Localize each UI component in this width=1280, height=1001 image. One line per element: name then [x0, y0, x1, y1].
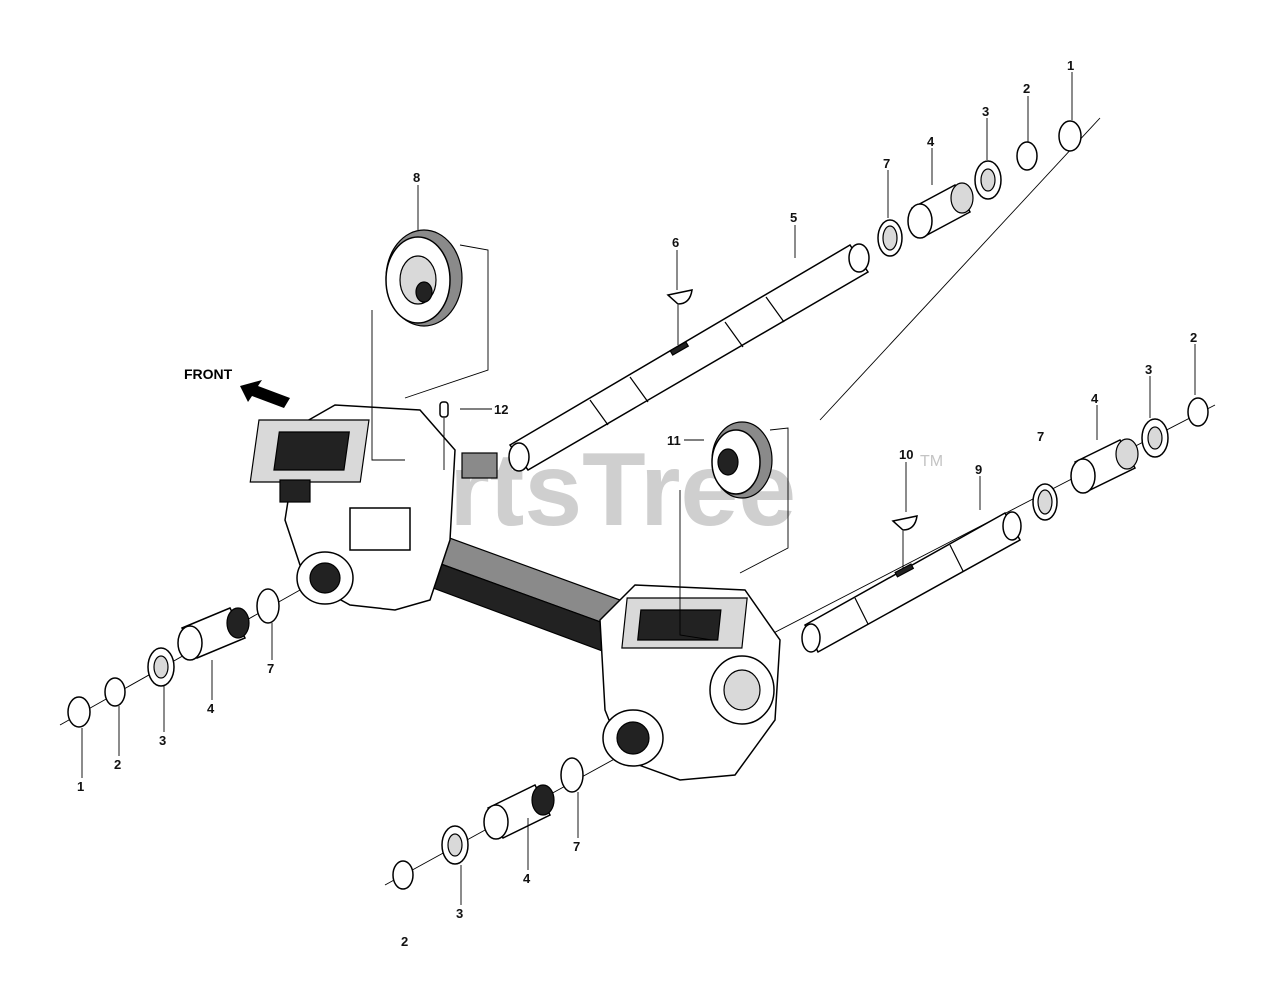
callout-4: 4: [1091, 391, 1099, 406]
pin-part-12: [439, 401, 449, 470]
callout-7: 7: [883, 156, 890, 171]
gear-part-11: [679, 421, 789, 641]
callout-7: 7: [573, 839, 580, 854]
callout-3: 3: [456, 906, 463, 921]
bottom-hardware: [392, 757, 584, 890]
front-indicator: FRONT: [184, 366, 290, 408]
callout-2: 2: [401, 934, 408, 949]
callout-4: 4: [523, 871, 531, 886]
left-hardware: [67, 588, 280, 728]
axle-shaft-lower: [801, 511, 1022, 654]
callout-1: 1: [77, 779, 84, 794]
callout-3: 3: [982, 104, 989, 119]
front-label: FRONT: [184, 366, 233, 382]
right-lower-hardware: [1032, 397, 1209, 521]
callout-2: 2: [1190, 330, 1197, 345]
callout-7: 7: [267, 661, 274, 676]
callout-leader-lines: [81, 72, 1196, 905]
callout-12: 12: [494, 402, 508, 417]
callout-4: 4: [207, 701, 215, 716]
front-arrow-icon: [240, 380, 290, 408]
transmission-housing: [249, 404, 781, 781]
callout-2: 2: [114, 757, 121, 772]
callout-5: 5: [790, 210, 797, 225]
watermark-trademark: TM: [920, 453, 943, 470]
callout-4: 4: [927, 134, 935, 149]
callout-labels: 1 2 3 4 7 5 6 8 12 11 10 9 7 4 3 2 1 2 3…: [77, 58, 1197, 949]
axle-shaft-upper: [508, 243, 870, 472]
callout-6: 6: [672, 235, 679, 250]
callout-1: 1: [1067, 58, 1074, 73]
upper-right-hardware: [877, 120, 1082, 257]
callout-2: 2: [1023, 81, 1030, 96]
callout-3: 3: [159, 733, 166, 748]
callout-10: 10: [899, 447, 913, 462]
callout-11: 11: [667, 433, 681, 448]
callout-9: 9: [975, 462, 982, 477]
woodruff-key-10: [891, 515, 918, 568]
callout-3: 3: [1145, 362, 1152, 377]
callout-7: 7: [1037, 429, 1044, 444]
gear-part-8: [371, 229, 489, 461]
callout-8: 8: [413, 170, 420, 185]
woodruff-key-6: [666, 289, 693, 345]
